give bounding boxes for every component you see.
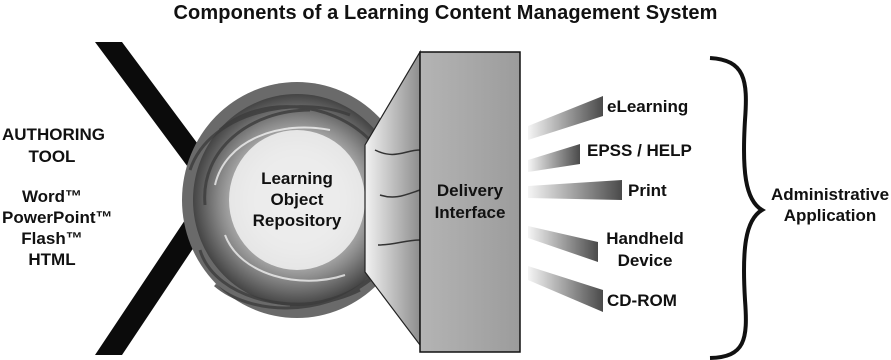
- delivery-line-1: Delivery: [436, 181, 504, 200]
- delivery-line-2: Interface: [434, 203, 506, 222]
- authoring-tool-label: AUTHORING TOOL: [2, 124, 105, 168]
- repository-label: Learning Object Repository: [232, 168, 362, 231]
- ray-cdrom: [528, 266, 603, 312]
- tool-html: HTML: [28, 250, 76, 269]
- output-elearning: eLearning: [607, 97, 689, 116]
- authoring-heading-line-1: AUTHORING: [2, 125, 105, 144]
- ray-elearning: [528, 96, 603, 140]
- tool-flash: Flash™: [21, 229, 83, 248]
- ray-handheld: [528, 226, 598, 262]
- authoring-heading-line-2: TOOL: [28, 147, 76, 166]
- ray-print: [528, 180, 622, 200]
- authoring-tools-list: Word™ PowerPoint™ Flash™ HTML: [2, 186, 113, 270]
- ray-epss: [528, 144, 580, 172]
- repository-line-1: Learning: [261, 169, 333, 188]
- repository-swirl: [182, 82, 412, 318]
- output-handheld-device: Handheld Device: [600, 228, 690, 272]
- handheld-line-1: Handheld: [606, 229, 684, 248]
- handheld-line-2: Device: [617, 251, 673, 270]
- funnel: [364, 49, 421, 347]
- diagram-title: Components of a Learning Content Managem…: [173, 2, 718, 24]
- repository-line-2: Object: [270, 190, 324, 209]
- tool-powerpoint: PowerPoint™: [2, 208, 113, 227]
- delivery-panel: [419, 51, 521, 353]
- repository-line-3: Repository: [252, 211, 342, 230]
- tool-word: Word™: [21, 187, 83, 206]
- brace: [709, 56, 766, 360]
- output-print: Print: [628, 181, 667, 200]
- admin-line-1: Administrative: [770, 185, 890, 204]
- output-epss-help: EPSS / HELP: [587, 141, 692, 160]
- admin-line-2: Application: [783, 206, 877, 225]
- administrative-application-label: Administrative Application: [770, 184, 890, 226]
- output-cd-rom: CD-ROM: [607, 291, 677, 310]
- delivery-interface-label: Delivery Interface: [420, 180, 520, 224]
